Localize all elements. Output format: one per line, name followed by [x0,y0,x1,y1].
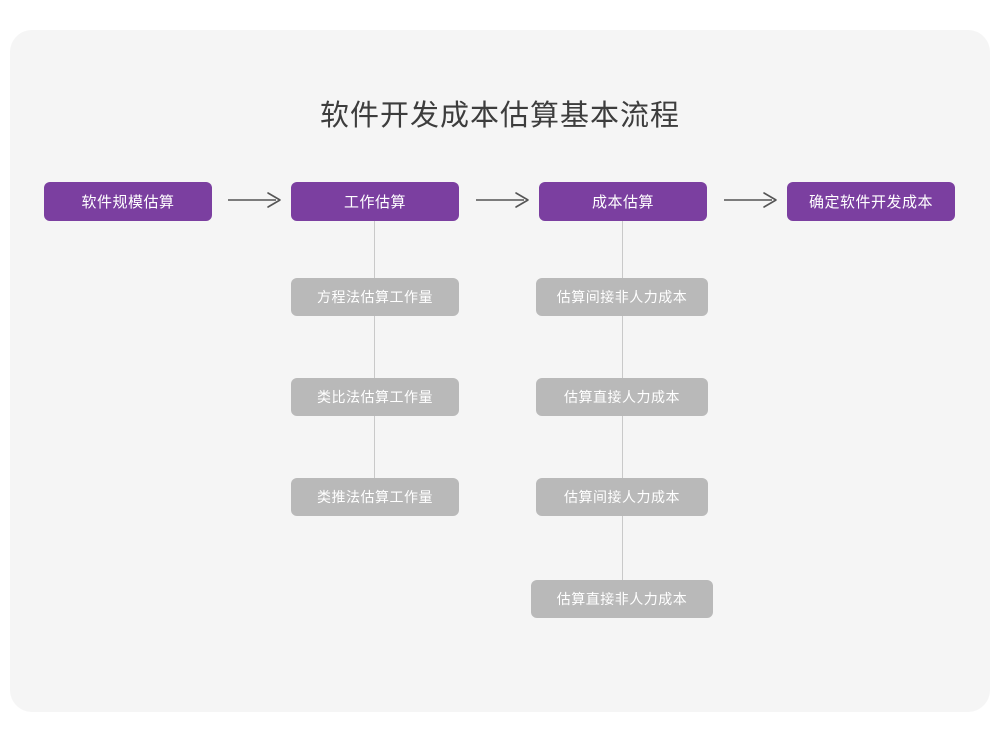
sub-box-indirect-labor-cost[interactable]: 估算间接人力成本 [536,478,708,516]
sub-box-analogy-method-workload[interactable]: 类比法估算工作量 [291,378,459,416]
page-title: 软件开发成本估算基本流程 [319,100,680,132]
arrow-stage-2-to-3 [476,188,532,212]
sub-box-equation-method-workload[interactable]: 方程法估算工作量 [291,278,459,316]
connector-line-work-estimation [374,221,375,501]
stage-box-cost-estimation[interactable]: 成本估算 [539,182,707,221]
sub-box-indirect-non-labor-cost[interactable]: 估算间接非人力成本 [536,278,708,316]
arrow-stage-3-to-4 [724,188,780,212]
sub-box-direct-labor-cost[interactable]: 估算直接人力成本 [536,378,708,416]
sub-box-inference-method-workload[interactable]: 类推法估算工作量 [291,478,459,516]
stage-box-determine-development-cost[interactable]: 确定软件开发成本 [787,182,955,221]
diagram-card [10,30,990,712]
arrow-stage-1-to-2 [228,188,284,212]
stage-box-software-size-estimation[interactable]: 软件规模估算 [44,182,212,221]
sub-box-direct-non-labor-cost[interactable]: 估算直接非人力成本 [531,580,713,618]
stage-box-work-estimation[interactable]: 工作估算 [291,182,459,221]
